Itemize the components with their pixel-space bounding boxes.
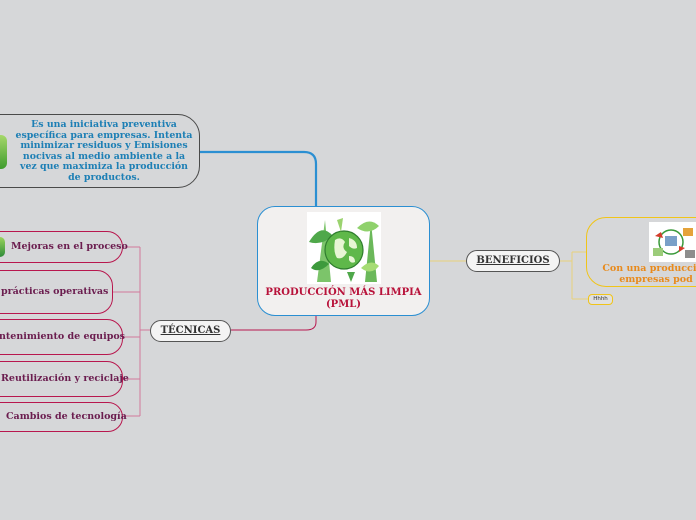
tecnicas-item[interactable]: ntenimiento de equipos bbox=[0, 319, 126, 355]
beneficios-branch[interactable]: BENEFICIOS bbox=[466, 250, 560, 272]
connector-beneficios-items bbox=[560, 251, 588, 300]
tecnicas-item-label: Reutilización y reciclaje bbox=[1, 373, 129, 384]
definition-node[interactable]: Es una iniciativa preventiva específica … bbox=[0, 114, 200, 188]
beneficios-sub-node[interactable]: Hhhh bbox=[588, 294, 613, 305]
tecnicas-branch[interactable]: TÉCNICAS bbox=[150, 320, 231, 342]
connector-tecnicas-items bbox=[113, 246, 150, 417]
beneficios-main-node[interactable]: Con una producción empresas pod bbox=[586, 217, 696, 287]
tecnicas-item[interactable]: Reutilización y reciclaje bbox=[0, 361, 129, 397]
tecnicas-item[interactable]: Mejoras en el proceso bbox=[0, 231, 128, 263]
central-topic-node[interactable]: PRODUCCIÓN MÁS LIMPIA (PML) bbox=[257, 206, 430, 316]
connector-tecnicas bbox=[231, 315, 317, 331]
leaf-thumbnail-image bbox=[0, 237, 5, 257]
definition-text: Es una iniciativa preventiva específica … bbox=[15, 119, 193, 183]
central-title: PRODUCCIÓN MÁS LIMPIA (PML) bbox=[265, 287, 422, 310]
tecnicas-item[interactable]: prácticas operativas bbox=[0, 270, 113, 314]
tecnicas-item-label: ntenimiento de equipos bbox=[0, 331, 126, 342]
tecnicas-item[interactable]: Cambios de tecnología bbox=[0, 402, 127, 432]
beneficios-sub-label: Hhhh bbox=[593, 296, 608, 302]
tecnicas-item-label: Mejoras en el proceso bbox=[11, 241, 128, 252]
connector-definition bbox=[200, 150, 318, 207]
tecnicas-item-label: prácticas operativas bbox=[1, 286, 109, 297]
green-globe-image bbox=[307, 212, 381, 284]
beneficios-main-text: Con una producción empresas pod bbox=[602, 263, 696, 285]
production-cycle-image bbox=[649, 222, 696, 262]
green-leaf-image bbox=[0, 135, 7, 169]
tecnicas-item-label: Cambios de tecnología bbox=[6, 411, 127, 422]
beneficios-label: BENEFICIOS bbox=[476, 255, 550, 266]
tecnicas-label: TÉCNICAS bbox=[160, 325, 221, 336]
